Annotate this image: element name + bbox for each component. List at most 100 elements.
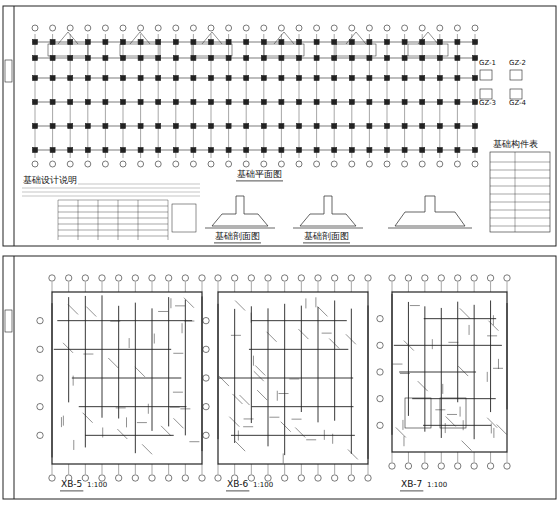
axis-bubble bbox=[149, 275, 155, 281]
drawing-stroke bbox=[168, 464, 169, 474]
plan-title: XB-5 bbox=[60, 480, 83, 490]
column-footing bbox=[402, 76, 407, 81]
drawing-stroke bbox=[402, 420, 403, 430]
drawing-stroke bbox=[424, 306, 425, 431]
drawing-stroke bbox=[173, 353, 183, 354]
drawing-stroke bbox=[126, 417, 127, 427]
axis-bubble bbox=[454, 161, 460, 167]
drawing-stroke bbox=[498, 359, 499, 369]
drawing-stroke bbox=[52, 34, 53, 158]
drawing-stroke bbox=[68, 464, 69, 474]
column-footing bbox=[314, 76, 319, 81]
axis-bubble bbox=[67, 25, 73, 31]
drawing-stroke bbox=[301, 282, 302, 292]
axis-bubble bbox=[487, 275, 493, 281]
drawing-stroke bbox=[32, 126, 478, 127]
column-footing bbox=[226, 124, 231, 129]
drawing-stroke bbox=[284, 464, 285, 474]
axis-bubble bbox=[472, 25, 478, 31]
axis-bubble bbox=[377, 315, 383, 321]
column-footing bbox=[367, 124, 372, 129]
column-footing bbox=[279, 76, 284, 81]
column-footing bbox=[156, 148, 161, 153]
axis-bubble bbox=[199, 475, 205, 481]
axis-bubble bbox=[99, 475, 105, 481]
column-footing bbox=[332, 76, 337, 81]
column-footing bbox=[279, 124, 284, 129]
column-footing bbox=[385, 40, 390, 45]
drawing-stroke bbox=[257, 390, 267, 400]
drawing-stroke bbox=[118, 306, 119, 419]
drawing-stroke bbox=[435, 409, 445, 410]
column-footing bbox=[402, 148, 407, 153]
drawing-stroke bbox=[231, 435, 355, 436]
column-mark: GZ-2 bbox=[508, 60, 527, 68]
column-footing bbox=[244, 40, 249, 45]
column-footing bbox=[103, 124, 108, 129]
column-footing bbox=[68, 148, 73, 153]
drawing-stroke bbox=[251, 320, 347, 321]
title-underline bbox=[226, 490, 249, 491]
drawing-stroke bbox=[168, 200, 169, 240]
axis-bubble bbox=[348, 475, 354, 481]
drawing-stroke bbox=[58, 206, 168, 207]
column-footing bbox=[420, 76, 425, 81]
drawing-stroke bbox=[158, 34, 159, 158]
drawing-stroke bbox=[423, 425, 491, 426]
plan-title: XB-7 bbox=[400, 480, 423, 490]
axis-bubble bbox=[278, 161, 284, 167]
drawing-stroke bbox=[329, 338, 339, 348]
drawing-stroke bbox=[490, 218, 550, 219]
column-footing bbox=[33, 56, 38, 61]
drawing-stroke bbox=[404, 34, 405, 158]
drawing-stroke bbox=[334, 300, 335, 420]
axis-bubble bbox=[389, 463, 395, 469]
axis-bubble bbox=[99, 275, 105, 281]
axis-bubble bbox=[67, 161, 73, 167]
plan-title: XB-6 bbox=[226, 480, 249, 490]
axis-bubble bbox=[115, 475, 121, 481]
drawing-stroke bbox=[35, 34, 36, 158]
axis-bubble bbox=[243, 25, 249, 31]
drawing-stroke bbox=[32, 58, 478, 59]
axis-bubble bbox=[32, 25, 38, 31]
column-footing bbox=[332, 100, 337, 105]
drawing-stroke bbox=[490, 202, 550, 203]
column-footing bbox=[314, 56, 319, 61]
axis-bubble bbox=[315, 275, 321, 281]
drawing-stroke bbox=[193, 34, 194, 158]
drawing-stroke bbox=[284, 304, 285, 455]
column-footing bbox=[209, 100, 214, 105]
drawing-stroke bbox=[85, 464, 86, 474]
axis-bubble bbox=[402, 161, 408, 167]
drawing-stroke bbox=[152, 282, 153, 292]
column-footing bbox=[349, 148, 354, 153]
axis-bubble bbox=[281, 275, 287, 281]
drawing-stroke bbox=[322, 333, 332, 334]
drawing-stroke bbox=[392, 282, 393, 292]
axis-bubble bbox=[231, 275, 237, 281]
column-footing bbox=[297, 148, 302, 153]
plan-title: 基础平面图 bbox=[236, 170, 283, 180]
column-footing bbox=[173, 124, 178, 129]
drawing-stroke bbox=[289, 378, 299, 379]
drawing-stroke bbox=[252, 406, 354, 407]
drawing-stroke bbox=[268, 464, 269, 474]
axis-bubble bbox=[208, 161, 214, 167]
column-footing bbox=[420, 100, 425, 105]
column-footing bbox=[473, 124, 478, 129]
drawing-stroke bbox=[462, 441, 472, 451]
column-footing bbox=[455, 76, 460, 81]
drawing-stroke bbox=[315, 297, 316, 307]
drawing-stroke bbox=[211, 34, 212, 158]
drawing-stroke bbox=[202, 32, 222, 44]
drawing-stroke bbox=[175, 305, 185, 306]
drawing-stroke bbox=[86, 307, 96, 317]
drawing-stroke bbox=[475, 34, 476, 158]
drawing-stroke bbox=[442, 384, 443, 394]
drawing-stroke bbox=[507, 282, 508, 292]
drawing-stroke bbox=[346, 334, 356, 344]
axis-bubble bbox=[419, 161, 425, 167]
drawing-stroke bbox=[54, 349, 171, 350]
